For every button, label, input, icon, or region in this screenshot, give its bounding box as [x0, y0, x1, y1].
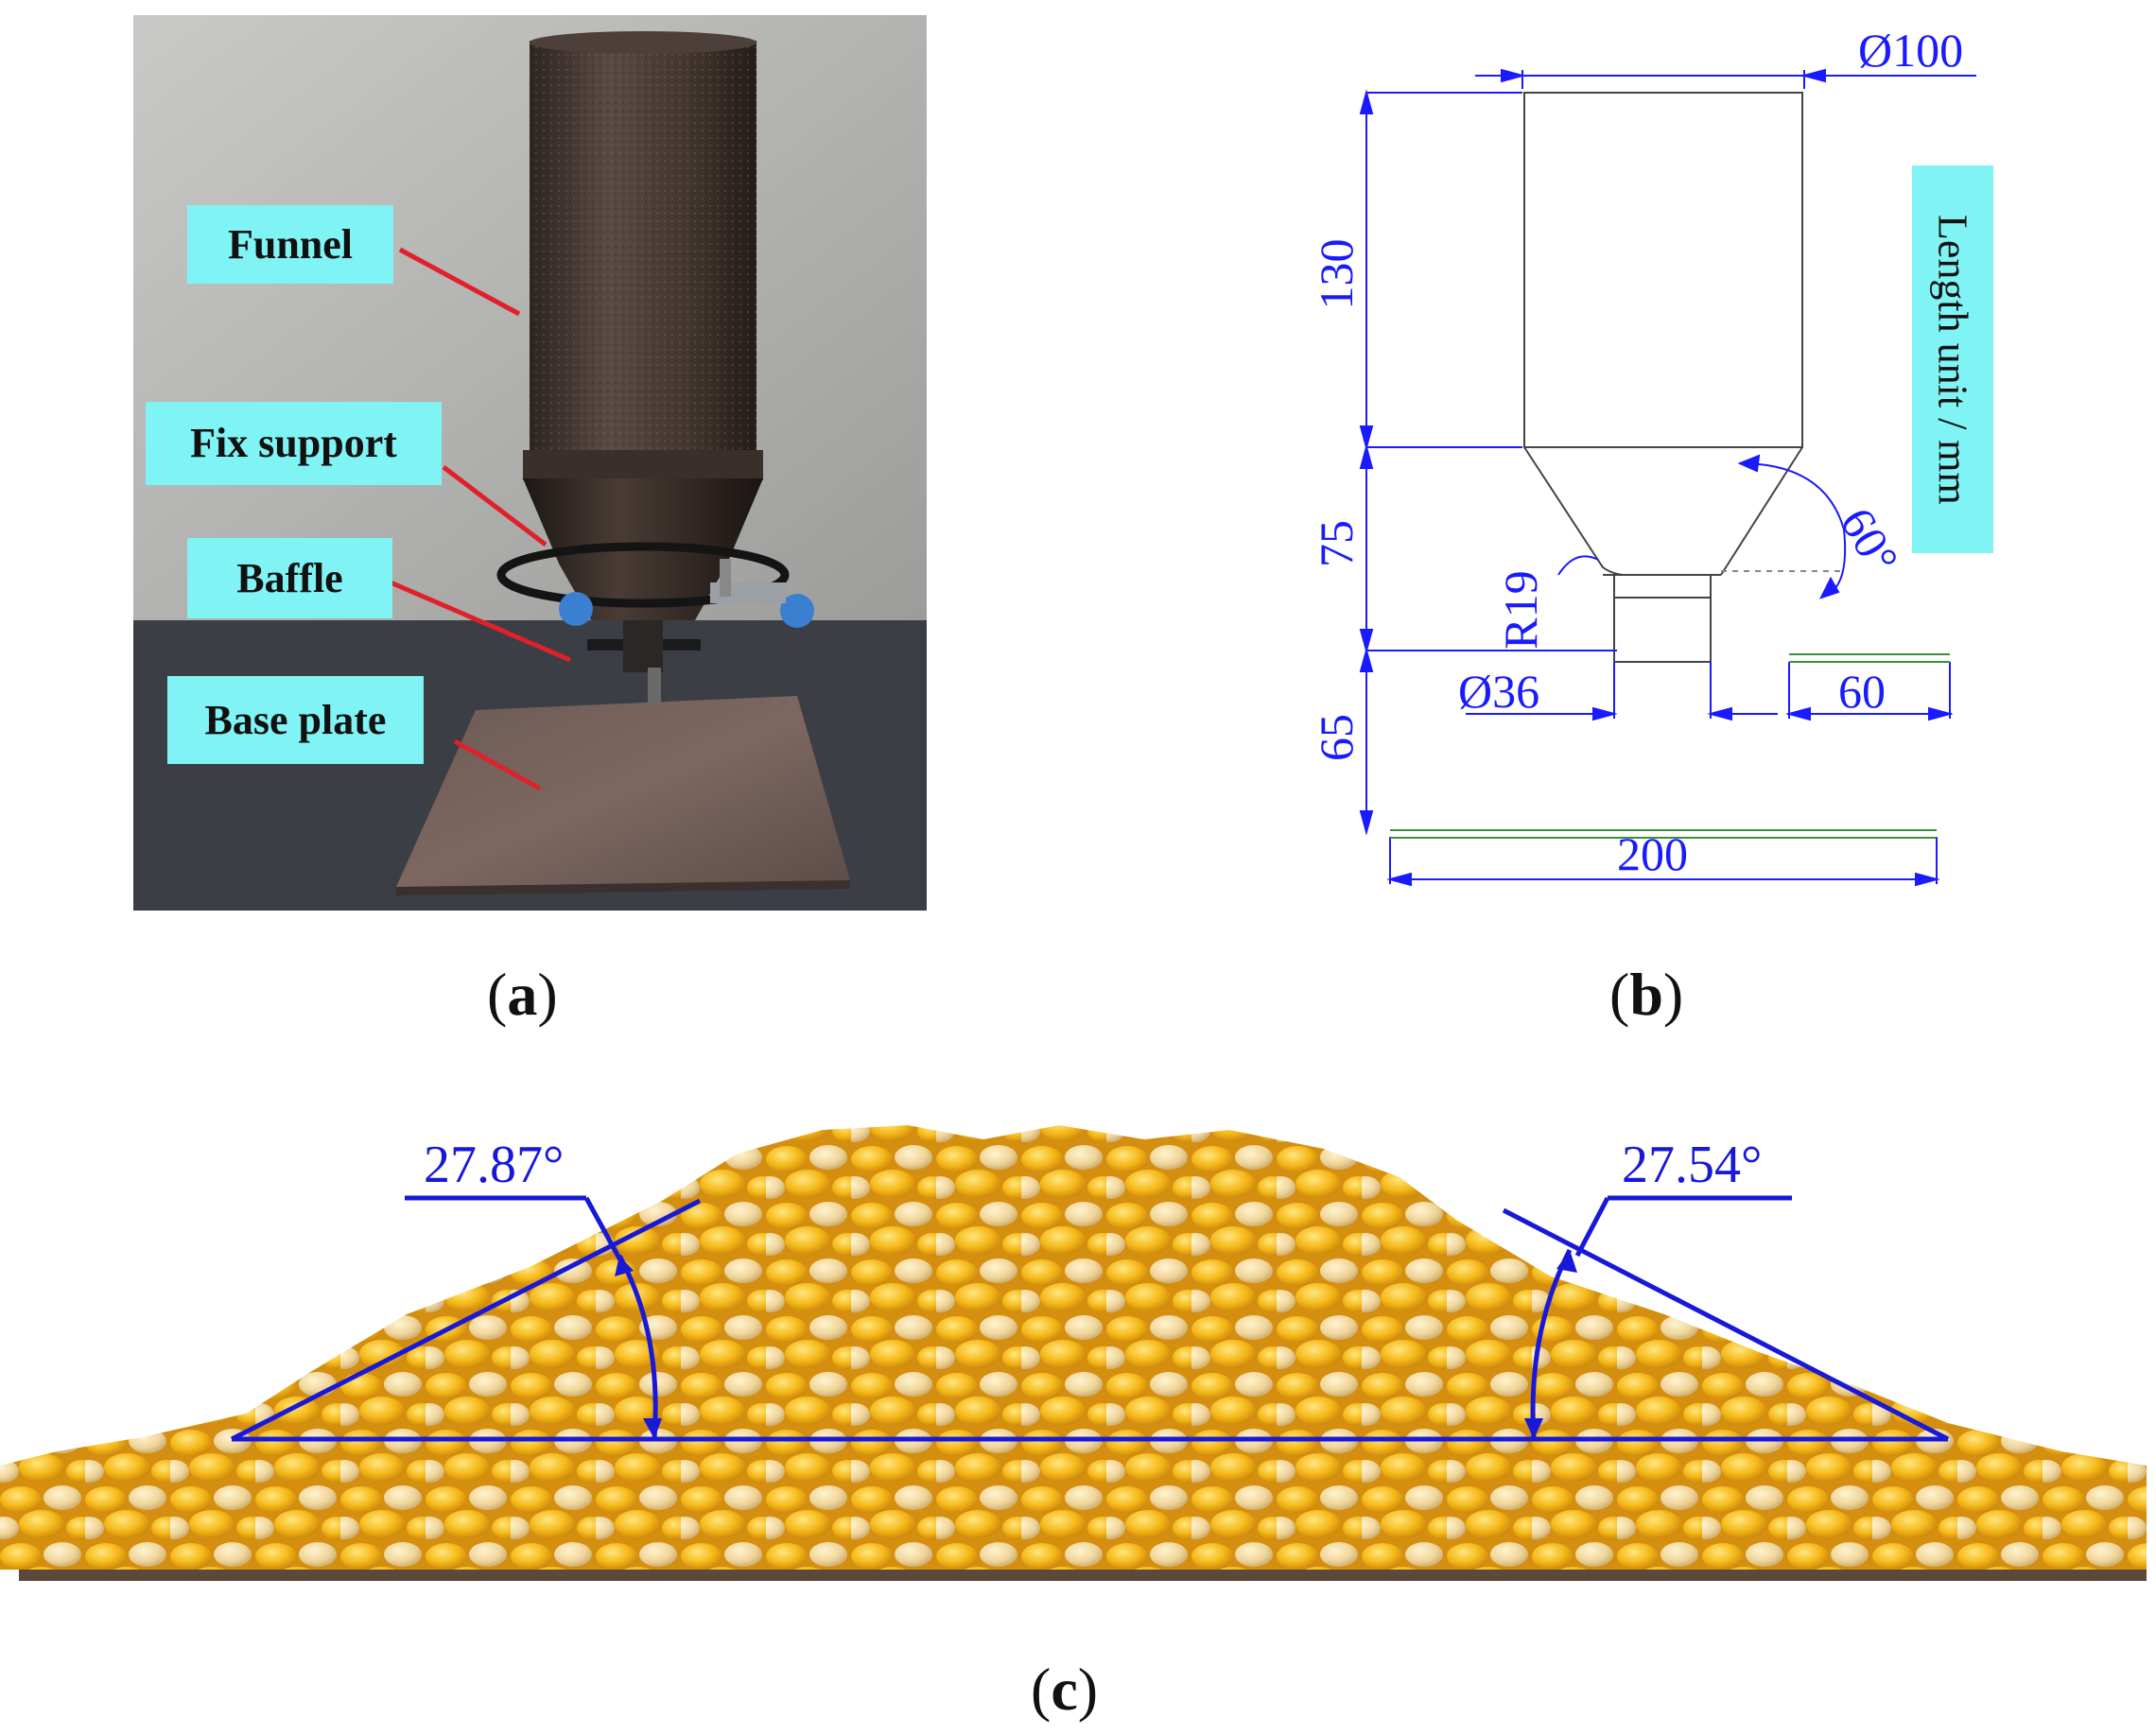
- dimension-lines: [1359, 68, 1976, 887]
- dim-upper-height: 130: [1310, 239, 1363, 310]
- left-angle-leader-diag: [583, 1196, 627, 1269]
- baffle-label: Baffle: [187, 538, 392, 618]
- funnel-leader-line: [398, 247, 521, 317]
- panel-b-caption: (b): [1609, 961, 1684, 1028]
- funnel-outline: [1523, 92, 1803, 663]
- apparatus-photo-graphic: [133, 15, 927, 911]
- dim-outlet-height: 65: [1310, 714, 1363, 761]
- panel-c-caption: (c): [1031, 1656, 1099, 1723]
- right-angle-leader-diag: [1574, 1196, 1610, 1258]
- left-angle-arc: [617, 1254, 658, 1440]
- left-slope-line: [230, 1198, 702, 1442]
- repose-angle-lines: [230, 1195, 1950, 1442]
- repose-angle-photo: 27.87° 27.54°: [0, 1087, 2156, 1598]
- left-angle-value: 27.87°: [424, 1136, 564, 1194]
- dim-cone-height: 75: [1310, 520, 1363, 567]
- dim-outlet-diameter: Ø36: [1458, 665, 1539, 718]
- unit-label: Length unit / mm: [1912, 165, 1993, 553]
- base-plate-label: Base plate: [167, 676, 424, 764]
- base-plate-leader-line: [453, 738, 542, 791]
- baffle-leader-line: [390, 580, 571, 663]
- right-angle-value: 27.54°: [1622, 1136, 1762, 1194]
- apparatus-photo: Funnel Fix support Baffle Base plate: [133, 15, 927, 911]
- dim-top-diameter: Ø100: [1858, 24, 1963, 77]
- fix-support-label: Fix support: [146, 402, 442, 485]
- fix-support-leader-line: [442, 465, 548, 547]
- dim-cone-angle: 60°: [1830, 499, 1908, 583]
- dim-fillet-radius: R19: [1494, 570, 1547, 649]
- right-slope-line: [1502, 1207, 1950, 1442]
- technical-drawing: Ø100 130 75 65 R19 Ø36 60 200 60°: [1310, 24, 1976, 887]
- right-angle-arc: [1530, 1248, 1573, 1440]
- leader-lines: [390, 247, 571, 791]
- funnel-dimension-drawing: Ø100 130 75 65 R19 Ø36 60 200 60° Length…: [1295, 19, 2147, 927]
- funnel-label: Funnel: [187, 205, 393, 284]
- dim-base-width: 200: [1617, 827, 1688, 880]
- corn-pile-graphic: 27.87° 27.54°: [0, 1125, 2147, 1581]
- panel-a-caption: (a): [487, 961, 558, 1028]
- dim-gap-width: 60: [1838, 665, 1886, 718]
